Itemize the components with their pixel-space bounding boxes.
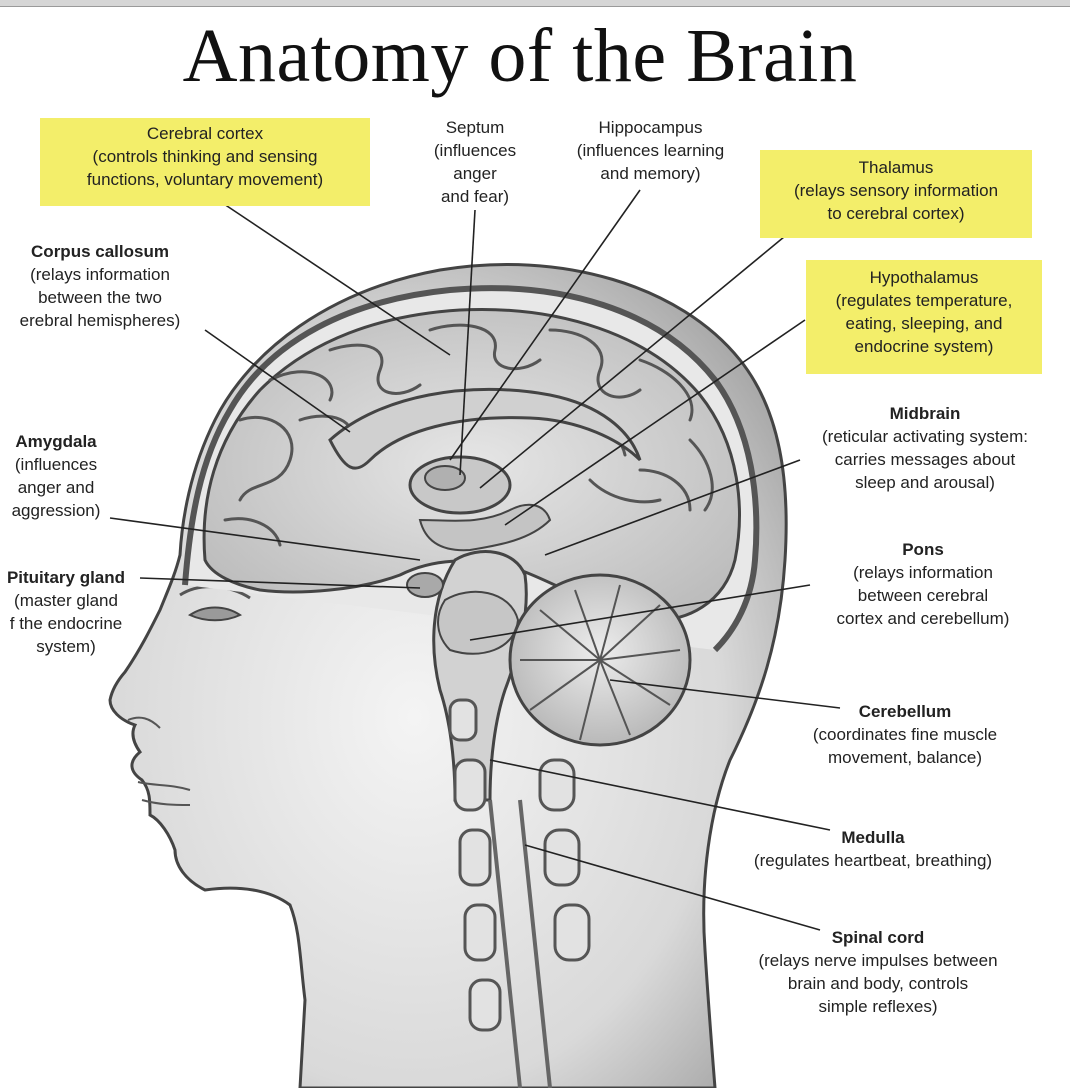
pons-shape xyxy=(437,590,520,655)
label-corpus-callosum: Corpus callosum (relays information betw… xyxy=(0,240,200,332)
label-hypothalamus: Hypothalamus (regulates temperature, eat… xyxy=(806,260,1042,374)
label-name: Hippocampus xyxy=(598,118,703,137)
label-name: Pituitary gland xyxy=(6,568,126,587)
pituitary-shape xyxy=(406,572,444,598)
label-pons: Pons (relays information between cerebra… xyxy=(818,538,1028,630)
label-medulla: Medulla (regulates heartbeat, breathing) xyxy=(715,826,1031,872)
label-desc: (regulates heartbeat, breathing) xyxy=(753,851,993,870)
label-name: Medulla xyxy=(841,828,905,847)
label-name: Cerebellum xyxy=(858,702,952,721)
label-spinal-cord: Spinal cord (relays nerve impulses betwe… xyxy=(720,926,1036,1018)
label-name: Pons xyxy=(902,540,944,559)
label-desc: (influences learning and memory) xyxy=(576,141,725,183)
eye-detail xyxy=(187,606,243,622)
label-name: Cerebral cortex xyxy=(146,124,264,143)
label-desc: (influences anger and fear) xyxy=(433,141,517,206)
label-desc: (controls thinking and sensing functions… xyxy=(86,147,324,189)
label-desc: (influences anger and aggression) xyxy=(11,455,101,520)
label-midbrain: Midbrain (reticular activating system: c… xyxy=(790,402,1060,494)
corpus-callosum xyxy=(328,387,642,470)
label-desc: (relays nerve impulses between brain and… xyxy=(758,951,998,1016)
label-desc: (relays information between the two ereb… xyxy=(19,265,181,330)
label-name: Hypothalamus xyxy=(869,268,979,287)
label-desc: (master gland f the endocrine system) xyxy=(9,591,123,656)
lips-detail xyxy=(137,781,191,806)
page-title: Anatomy of the Brain xyxy=(182,14,858,98)
label-hippocampus: Hippocampus (influences learning and mem… xyxy=(548,116,753,185)
label-name: Spinal cord xyxy=(831,928,925,947)
label-name: Corpus callosum xyxy=(31,242,169,261)
top-border xyxy=(0,0,1070,7)
label-septum: Septum (influences anger and fear) xyxy=(415,116,535,208)
label-cerebral-cortex: Cerebral cortex (controls thinking and s… xyxy=(40,118,370,206)
septum-shape xyxy=(424,465,466,491)
label-name: Thalamus xyxy=(858,158,934,177)
label-name: Septum xyxy=(445,118,505,137)
label-amygdala: Amygdala (influences anger and aggressio… xyxy=(0,430,112,522)
label-desc: (relays sensory information to cerebral … xyxy=(793,181,999,223)
label-desc: (relays information between cerebral cor… xyxy=(836,563,1010,628)
spinal-cord-shape xyxy=(488,799,552,1088)
nostril-detail xyxy=(127,716,161,729)
label-desc: (regulates temperature, eating, sleeping… xyxy=(835,291,1013,356)
label-desc: (reticular activating system: carries me… xyxy=(822,427,1028,492)
leader-lines xyxy=(109,189,841,931)
label-desc: (coordinates fine muscle movement, balan… xyxy=(812,725,998,767)
label-name: Midbrain xyxy=(889,404,961,423)
cerebellum-folds xyxy=(520,584,681,741)
label-pituitary-gland: Pituitary gland (master gland f the endo… xyxy=(0,566,132,658)
label-name: Amygdala xyxy=(15,432,97,451)
label-cerebellum: Cerebellum (coordinates fine muscle move… xyxy=(780,700,1030,769)
label-thalamus: Thalamus (relays sensory information to … xyxy=(760,150,1032,238)
